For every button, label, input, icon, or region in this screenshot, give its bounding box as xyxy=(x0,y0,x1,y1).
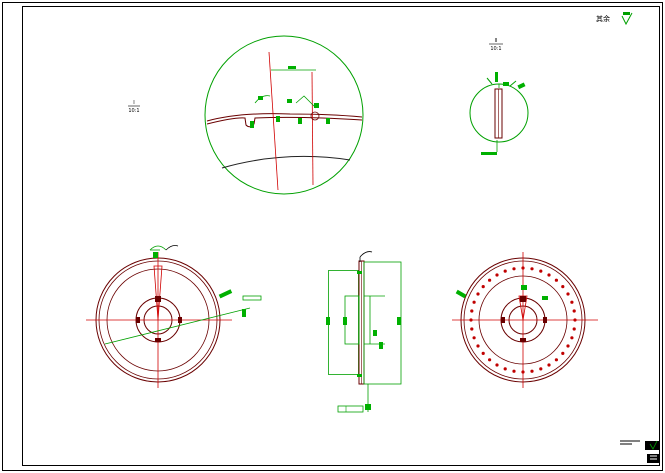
perforation-hole xyxy=(472,300,476,304)
perforation-hole xyxy=(470,309,474,313)
perforation-hole xyxy=(495,363,499,367)
perforation-hole xyxy=(495,273,499,277)
detail-II-label: II xyxy=(495,38,498,44)
perforation-hole xyxy=(481,285,485,289)
leader-arrow-icon xyxy=(165,245,179,251)
perforation-hole xyxy=(476,292,480,296)
detail-I-part-edge xyxy=(206,113,363,122)
section-view-middle xyxy=(326,251,402,413)
perforation-hole xyxy=(566,344,570,348)
perforation-hole xyxy=(476,344,480,348)
detail-I-part-edge-2 xyxy=(206,116,363,128)
detail-II-scale: 10:1 xyxy=(490,46,501,52)
perforation-hole xyxy=(566,292,570,296)
front-view-right xyxy=(452,252,598,388)
perforation-hole xyxy=(472,336,476,340)
drawing-frame xyxy=(22,6,660,466)
perforation-hole xyxy=(561,351,565,355)
perforation-hole xyxy=(572,327,576,331)
roughness-note-text: 其余 xyxy=(596,14,610,23)
perforation-hole xyxy=(539,269,543,273)
title-block-roughness-icon xyxy=(649,440,658,450)
title-block-stub xyxy=(620,440,659,463)
perforation-hole xyxy=(554,358,559,362)
perforation-hole xyxy=(470,327,474,331)
perforation-hole xyxy=(530,267,534,271)
left-red-wedge xyxy=(153,265,163,321)
detail-II-boundary xyxy=(469,83,529,143)
perforation-hole xyxy=(503,367,507,371)
detail-I-label-block: I 10:1 xyxy=(128,100,140,114)
detail-II-view xyxy=(469,72,529,155)
perforation-hole xyxy=(512,369,516,373)
perforation-hole xyxy=(547,273,551,277)
perforation-hole xyxy=(570,300,574,304)
perforation-hole xyxy=(488,358,492,362)
detail-I-centerline-2 xyxy=(311,71,314,186)
perforation-hole xyxy=(561,285,565,289)
section-tolerance-frame xyxy=(337,405,364,413)
perforation-hole xyxy=(570,336,574,340)
roughness-note: 其余 xyxy=(596,12,633,26)
right-hole-pattern xyxy=(469,266,577,374)
detail-I-label: I xyxy=(133,100,134,106)
perforation-hole xyxy=(503,269,507,273)
detail-I-inner-arc xyxy=(221,155,351,169)
perforation-hole xyxy=(530,369,534,373)
detail-I-view xyxy=(204,35,364,195)
roughness-symbol-icon xyxy=(621,12,633,26)
perforation-hole xyxy=(554,278,559,282)
detail-I-boundary xyxy=(204,35,364,195)
perforation-hole xyxy=(488,278,492,282)
perforation-hole xyxy=(547,363,551,367)
perforation-hole xyxy=(512,267,516,271)
perforation-hole xyxy=(481,351,485,355)
section-hub xyxy=(344,295,360,345)
front-view-left xyxy=(86,245,262,388)
detail-I-centerline-1 xyxy=(268,51,279,191)
detail-I-scale: 10:1 xyxy=(128,108,139,114)
detail-II-label-block: II 10:1 xyxy=(489,38,503,52)
perforation-hole xyxy=(539,367,543,371)
perforation-hole xyxy=(572,309,576,313)
